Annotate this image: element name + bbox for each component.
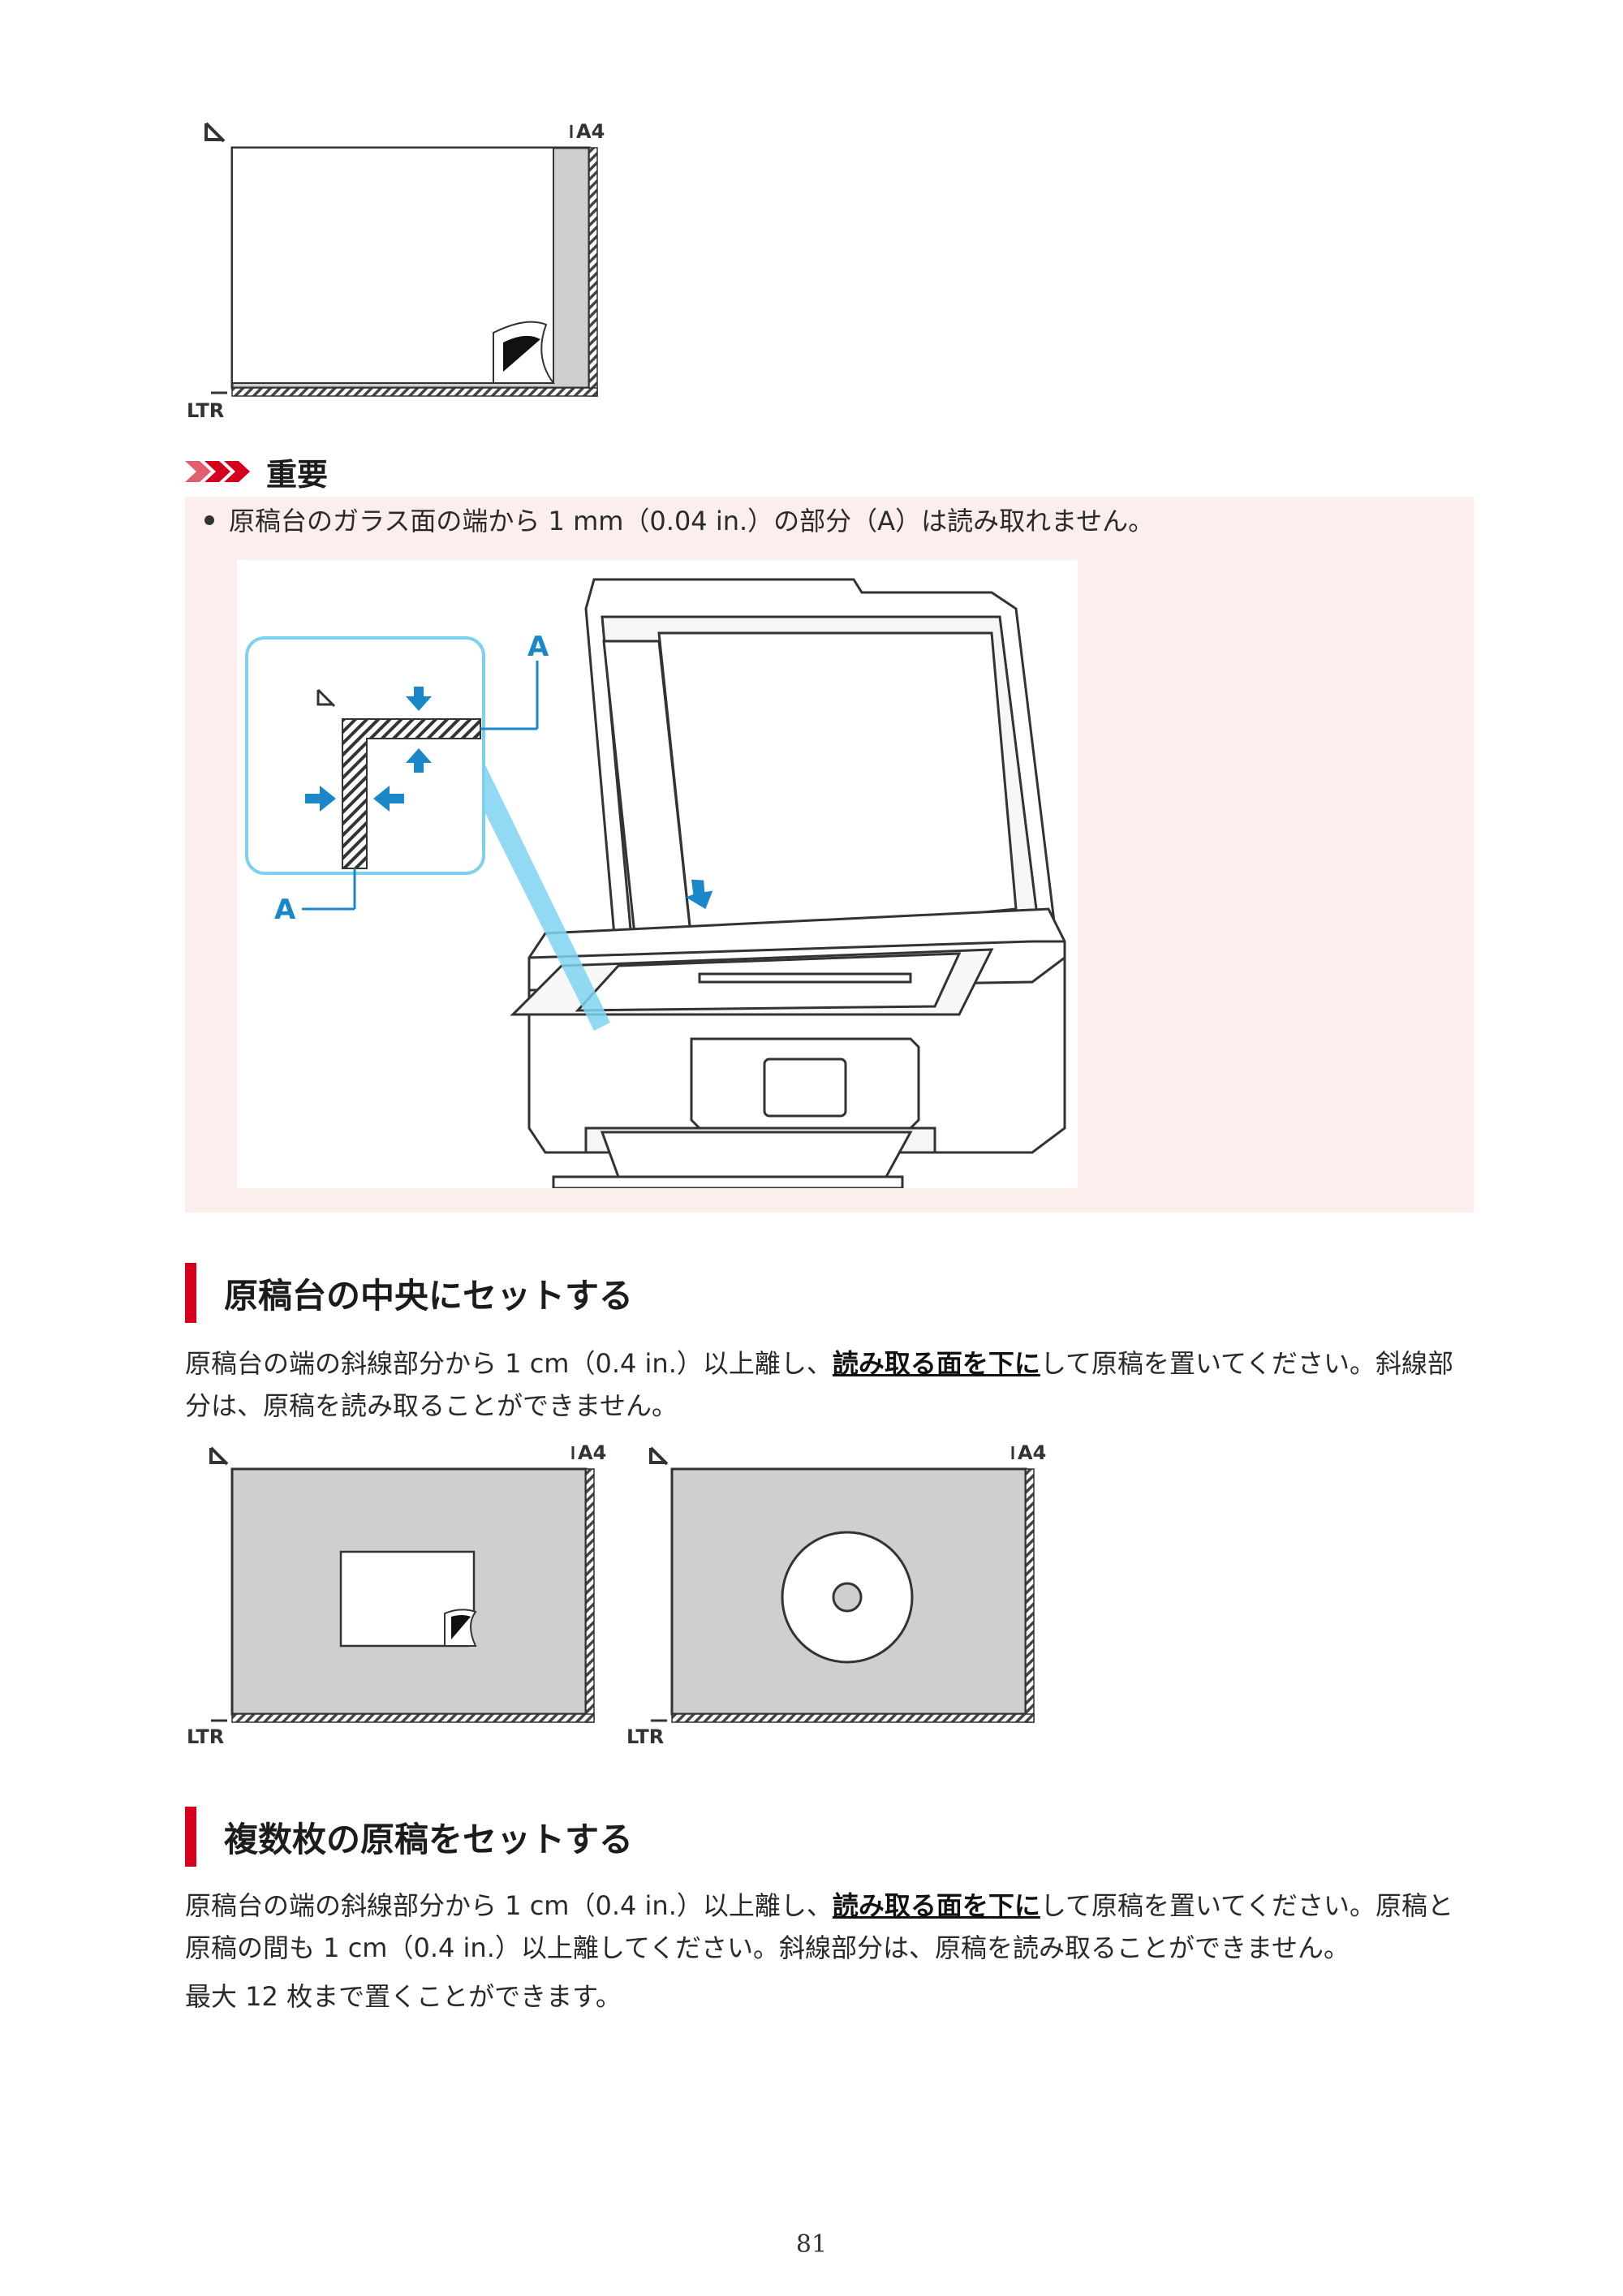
multiple-text-emphasis: 読み取る面を下に bbox=[832, 1890, 1040, 1921]
corner-arrow-icon bbox=[316, 688, 336, 708]
arrow-left-icon bbox=[373, 786, 404, 812]
section-center-title: 原稿台の中央にセットする bbox=[224, 1275, 634, 1316]
center-photo-figure: A4 LTR bbox=[187, 1441, 606, 1748]
section-multiple-note: 最大 12 枚まで置くことができます。 bbox=[185, 1981, 622, 2012]
section-center-text: 原稿台の端の斜線部分から 1 cm（0.4 in.）以上離し、読み取る面を下にし… bbox=[185, 1342, 1475, 1427]
ltr-mark: LTR bbox=[187, 1725, 224, 1748]
corner-arrow-icon bbox=[209, 1446, 229, 1466]
section-multiple-text: 原稿台の端の斜線部分から 1 cm（0.4 in.）以上離し、読み取る面を下にし… bbox=[185, 1885, 1475, 1969]
section-multiple-title: 複数枚の原稿をセットする bbox=[224, 1819, 634, 1859]
edge-zoom-inset: A A bbox=[245, 631, 713, 1031]
corner-arrow-icon bbox=[204, 122, 226, 143]
printer-body bbox=[510, 907, 1066, 1188]
multiple-text-part1: 原稿台の端の斜線部分から 1 cm（0.4 in.）以上離し、 bbox=[185, 1890, 833, 1921]
bullet-dot bbox=[204, 515, 214, 525]
important-title: 重要 bbox=[185, 451, 329, 493]
callout-a-bottom: A bbox=[274, 894, 296, 926]
heading-accent-bar bbox=[185, 1263, 196, 1323]
arrow-down-icon bbox=[406, 687, 432, 711]
center-disc-figure: A4 LTR bbox=[626, 1441, 1046, 1748]
important-label: 重要 bbox=[266, 456, 329, 493]
a4-mark: A4 bbox=[1018, 1441, 1046, 1464]
a4-mark: A4 bbox=[578, 1441, 606, 1464]
arrow-right-icon bbox=[305, 786, 336, 812]
ltr-mark: LTR bbox=[187, 399, 224, 422]
heading-accent-bar bbox=[185, 1807, 196, 1867]
center-text-part2: して原稿を置いてください。斜線部分は、原稿を読み取ることができません。 bbox=[185, 1348, 1454, 1421]
center-text-emphasis: 読み取る面を下に bbox=[832, 1348, 1040, 1379]
important-chevrons-icon bbox=[185, 461, 250, 482]
arrow-up-icon bbox=[406, 748, 432, 773]
center-text-part1: 原稿台の端の斜線部分から 1 cm（0.4 in.）以上離し、 bbox=[185, 1348, 833, 1379]
photo-original-icon bbox=[339, 1550, 477, 1648]
a4-mark: A4 bbox=[576, 120, 605, 143]
multiple-text-part2: して原稿を置いてください。原稿と原稿の間も 1 cm（0.4 in.）以上離して… bbox=[185, 1890, 1454, 1963]
section-center-heading: 原稿台の中央にセットする bbox=[185, 1263, 633, 1323]
corner-arrow-icon bbox=[649, 1446, 669, 1466]
arrow-glass-corner-icon bbox=[685, 879, 713, 909]
platen-corner-figure: A4 LTR bbox=[187, 120, 605, 422]
callout-a-top: A bbox=[527, 631, 549, 663]
important-bullet-text: 原稿台のガラス面の端から 1 mm（0.04 in.）の部分（A）は読み取れませ… bbox=[229, 506, 1155, 536]
section-multiple-heading: 複数枚の原稿をセットする bbox=[185, 1807, 633, 1867]
page-number: 81 bbox=[795, 2230, 828, 2259]
ltr-mark: LTR bbox=[626, 1725, 664, 1748]
paper-curl-icon bbox=[493, 321, 555, 384]
disc-icon bbox=[781, 1531, 914, 1664]
important-bullet: 原稿台のガラス面の端から 1 mm（0.04 in.）の部分（A）は読み取れませ… bbox=[204, 500, 1154, 542]
printer-scanner-figure: A A bbox=[237, 560, 1078, 1188]
